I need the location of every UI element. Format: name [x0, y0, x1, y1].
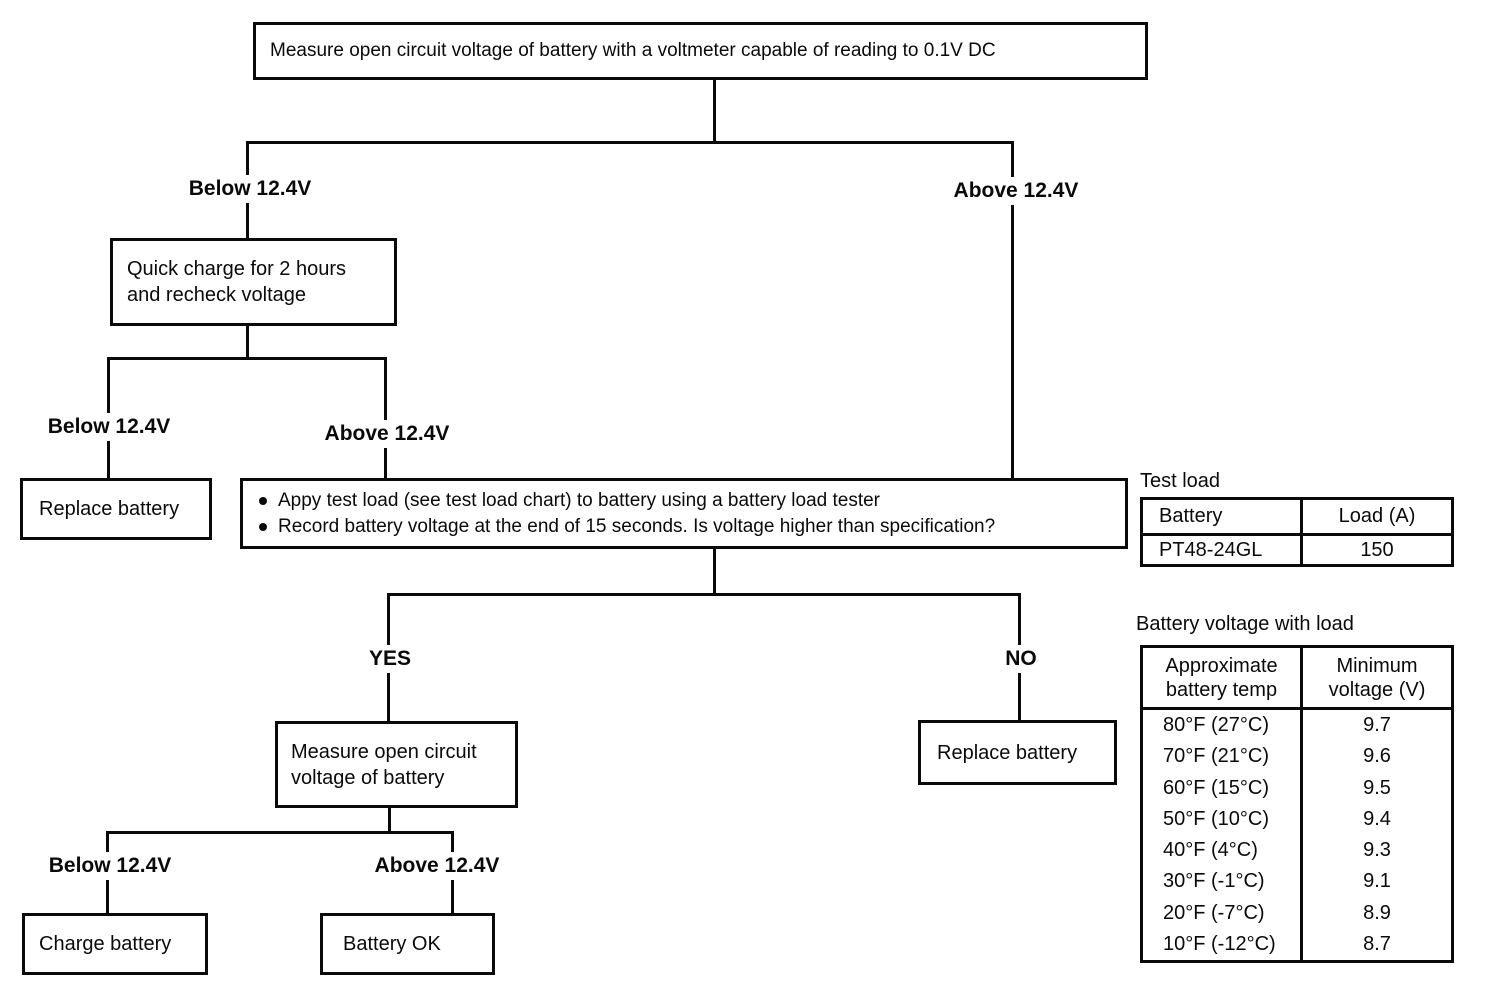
bullet-icon [259, 522, 267, 531]
voltage-cell: 9.4 [1363, 807, 1391, 830]
node-start: Measure open circuit voltage of battery … [253, 22, 1148, 80]
node-quick-charge-text: Quick charge for 2 hours and recheck vol… [127, 258, 346, 306]
test-load-step-bullet-2-text: Record battery voltage at the end of 15 … [278, 515, 996, 537]
voltage-cell: 9.3 [1363, 839, 1391, 862]
connector-above2-down [384, 357, 387, 478]
test-load-header-row: Battery Load (A) [1143, 500, 1451, 536]
table-row: 50°F (10°C) 9.4 [1143, 803, 1451, 835]
battery-voltage-header-voltage: Minimum voltage (V) [1328, 654, 1426, 701]
test-load-load-value: 150 [1360, 538, 1394, 561]
node-start-text: Measure open circuit voltage of battery … [270, 40, 996, 61]
node-replace-battery-1: Replace battery [20, 478, 212, 540]
voltage-cell: 9.7 [1363, 714, 1391, 737]
connector-quickcharge-out [246, 326, 249, 360]
branch-label-above-3: Above 12.4V [366, 852, 508, 880]
node-battery-ok-text: Battery OK [343, 933, 441, 955]
node-replace-battery-1-text: Replace battery [39, 498, 180, 520]
test-load-step-bullet-2: Record battery voltage at the end of 15 … [259, 514, 995, 540]
connector-split3-horizontal [387, 593, 1021, 596]
table-row: 10°F (-12°C) 8.7 [1143, 928, 1451, 960]
battery-voltage-table: Approximate battery temp Minimum voltage… [1140, 645, 1454, 963]
voltage-cell: 8.7 [1363, 932, 1391, 955]
test-load-title: Test load [1140, 470, 1221, 492]
branch-label-yes: YES [360, 645, 420, 673]
node-quick-charge: Quick charge for 2 hours and recheck vol… [110, 238, 397, 326]
table-row: 80°F (27°C) 9.7 [1143, 710, 1451, 742]
node-charge-battery-text: Charge battery [39, 933, 172, 955]
branch-label-below-2: Below 12.4V [39, 413, 179, 441]
voltage-cell: 9.6 [1363, 745, 1391, 768]
test-load-header-load: Load (A) [1338, 505, 1416, 527]
node-measure-open-circuit: Measure open circuit voltage of battery [275, 721, 518, 808]
test-load-step-bullet-1: Appy test load (see test load chart) to … [259, 488, 880, 514]
voltage-cell: 9.5 [1363, 776, 1391, 799]
table-row: 30°F (-1°C) 9.1 [1143, 866, 1451, 898]
table-row: 70°F (21°C) 9.6 [1143, 741, 1451, 773]
table-row: 20°F (-7°C) 8.9 [1143, 897, 1451, 929]
temp-cell: 30°F (-1°C) [1143, 866, 1303, 898]
table-row: 60°F (15°C) 9.5 [1143, 772, 1451, 804]
connector-above1-down [1011, 141, 1014, 478]
branch-label-above-2: Above 12.4V [316, 420, 458, 448]
test-load-battery-value: PT48-24GL [1143, 536, 1303, 564]
voltage-cell: 8.9 [1363, 901, 1391, 924]
node-measure-open-circuit-text: Measure open circuit voltage of battery [291, 740, 477, 789]
battery-voltage-header-row: Approximate battery temp Minimum voltage… [1143, 648, 1451, 710]
battery-voltage-title: Battery voltage with load [1136, 613, 1354, 635]
battery-voltage-header-temp: Approximate battery temp [1143, 648, 1303, 707]
node-replace-battery-2-text: Replace battery [937, 741, 1078, 764]
node-replace-battery-2: Replace battery [918, 720, 1117, 785]
test-load-table: Battery Load (A) PT48-24GL 150 [1140, 497, 1454, 567]
connector-testload-out [713, 549, 716, 596]
branch-label-no: NO [997, 645, 1045, 673]
temp-cell: 50°F (10°C) [1143, 803, 1303, 835]
connector-measure-out [388, 808, 391, 834]
bullet-icon [259, 496, 267, 505]
connector-split2-horizontal [107, 357, 387, 360]
connector-start-down [713, 80, 716, 144]
table-row: 40°F (4°C) 9.3 [1143, 835, 1451, 867]
temp-cell: 60°F (15°C) [1143, 772, 1303, 804]
node-battery-ok: Battery OK [320, 913, 495, 975]
branch-label-below-3: Below 12.4V [40, 852, 180, 880]
branch-label-below-1: Below 12.4V [180, 175, 320, 203]
temp-cell: 10°F (-12°C) [1143, 928, 1303, 960]
node-charge-battery: Charge battery [22, 913, 208, 975]
test-load-row: PT48-24GL 150 [1143, 536, 1451, 564]
connector-split4-horizontal [106, 831, 454, 834]
temp-cell: 70°F (21°C) [1143, 741, 1303, 773]
test-load-step-bullet-1-text: Appy test load (see test load chart) to … [278, 489, 880, 511]
temp-cell: 20°F (-7°C) [1143, 897, 1303, 929]
temp-cell: 80°F (27°C) [1143, 710, 1303, 742]
test-load-header-battery: Battery [1143, 500, 1303, 533]
voltage-cell: 9.1 [1363, 870, 1391, 893]
branch-label-above-1: Above 12.4V [945, 177, 1087, 205]
connector-split1-horizontal [246, 141, 1014, 144]
temp-cell: 40°F (4°C) [1143, 835, 1303, 867]
node-test-load-step: Appy test load (see test load chart) to … [240, 478, 1128, 549]
